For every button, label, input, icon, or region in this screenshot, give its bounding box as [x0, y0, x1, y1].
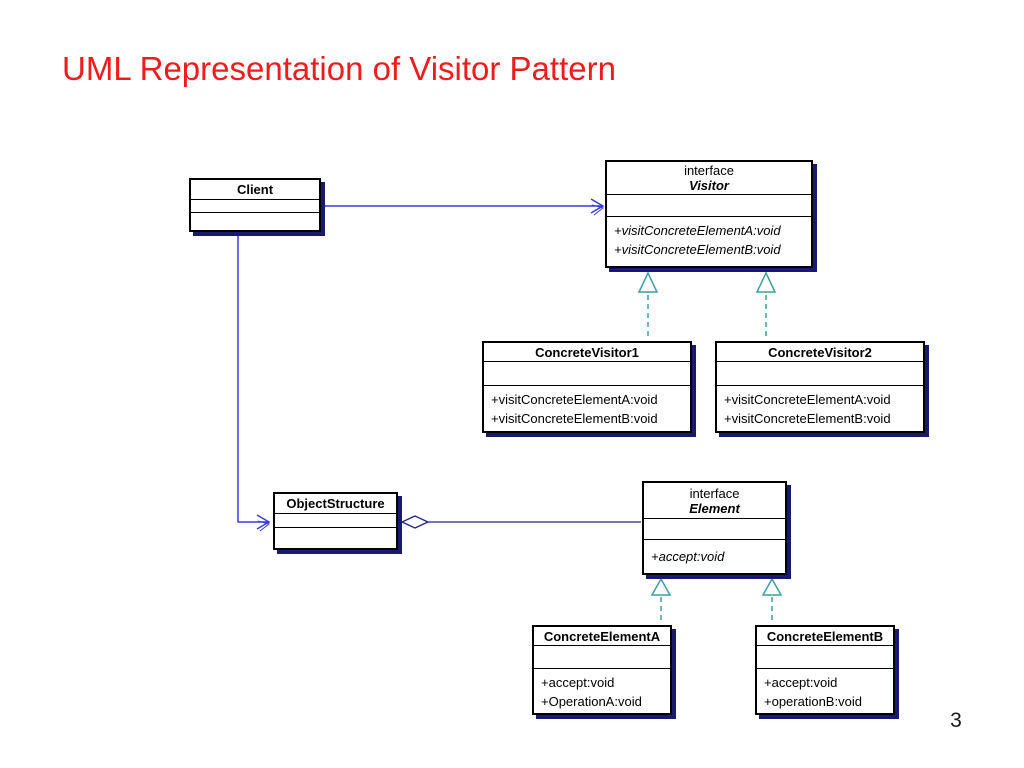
generalization-triangle-icon [637, 271, 659, 293]
class-header: ObjectStructure [275, 494, 396, 513]
method-entry: +visitConcreteElementA:void [724, 392, 891, 407]
method-entry: +visitConcreteElementB:void [491, 411, 658, 426]
generalization-triangle-icon [755, 271, 777, 293]
class-name: ConcreteVisitor2 [768, 344, 872, 360]
class-concrete-element-b: ConcreteElementB +accept:void +operation… [755, 625, 895, 715]
class-name: ConcreteElementB [766, 628, 884, 644]
class-name: ConcreteElementA [543, 628, 661, 644]
class-header: ConcreteElementB [757, 627, 893, 645]
class-header: interface Element [644, 483, 785, 518]
attributes-compartment [644, 518, 785, 539]
aggregation-diamond-icon [400, 515, 430, 529]
method-entry: +visitConcreteElementA:void [614, 223, 781, 238]
methods-compartment: +visitConcreteElementA:void +visitConcre… [607, 216, 811, 266]
open-arrowhead-icon [590, 198, 605, 214]
class-name: Client [236, 182, 274, 197]
generalization-triangle-icon [761, 577, 783, 596]
attributes-compartment [607, 194, 811, 216]
methods-compartment: +accept:void +OperationA:void [534, 668, 670, 713]
method-entry: +accept:void [541, 675, 615, 690]
method-entry: +operationB:void [764, 694, 862, 709]
methods-compartment: +accept:void [644, 539, 785, 573]
class-concrete-visitor-2: ConcreteVisitor2 +visitConcreteElementA:… [715, 341, 925, 433]
class-header: ConcreteVisitor2 [717, 343, 923, 361]
slide-title: UML Representation of Visitor Pattern [62, 50, 616, 87]
attributes-compartment [534, 645, 670, 668]
aggregation-objectstructure-element [400, 515, 641, 529]
generalization-triangle-icon [650, 577, 672, 596]
method-entry: +OperationA:void [541, 694, 642, 709]
association-client-visitor [325, 198, 605, 216]
class-element: interface Element +accept:void [642, 481, 787, 575]
methods-compartment [275, 527, 396, 548]
class-header: ConcreteElementA [534, 627, 670, 645]
realization-concreteelementa-element [650, 577, 672, 624]
class-object-structure: ObjectStructure [273, 492, 398, 550]
attributes-compartment [191, 199, 319, 212]
methods-compartment: +accept:void +operationB:void [757, 668, 893, 713]
class-header: Client [191, 180, 319, 199]
class-concrete-element-a: ConcreteElementA +accept:void +Operation… [532, 625, 672, 715]
method-entry: +visitConcreteElementB:void [614, 242, 781, 257]
method-entry: +visitConcreteElementB:void [724, 411, 891, 426]
class-header: ConcreteVisitor1 [484, 343, 690, 361]
attributes-compartment [717, 361, 923, 385]
class-name: ObjectStructure [286, 496, 385, 511]
stereotype-label: interface [684, 163, 734, 178]
open-arrowhead-icon [256, 514, 271, 530]
realization-concretevisitor1-visitor [637, 271, 659, 340]
attributes-compartment [757, 645, 893, 668]
association-client-objectstructure [237, 236, 271, 532]
method-entry: +accept:void [651, 549, 725, 564]
realization-concreteelementb-element [761, 577, 783, 624]
methods-compartment: +visitConcreteElementA:void +visitConcre… [717, 385, 923, 431]
realization-concretevisitor2-visitor [755, 271, 777, 340]
class-name: Element [689, 500, 740, 516]
methods-compartment: +visitConcreteElementA:void +visitConcre… [484, 385, 690, 431]
class-visitor: interface Visitor +visitConcreteElementA… [605, 160, 813, 268]
page-number: 3 [950, 709, 962, 732]
attributes-compartment [484, 361, 690, 385]
class-concrete-visitor-1: ConcreteVisitor1 +visitConcreteElementA:… [482, 341, 692, 433]
class-name: ConcreteVisitor1 [535, 344, 639, 360]
method-entry: +accept:void [764, 675, 838, 690]
method-entry: +visitConcreteElementA:void [491, 392, 658, 407]
attributes-compartment [275, 513, 396, 527]
class-header: interface Visitor [607, 162, 811, 194]
stereotype-label: interface [689, 485, 740, 501]
class-client: Client [189, 178, 321, 232]
class-name: Visitor [689, 178, 729, 193]
methods-compartment [191, 212, 319, 230]
